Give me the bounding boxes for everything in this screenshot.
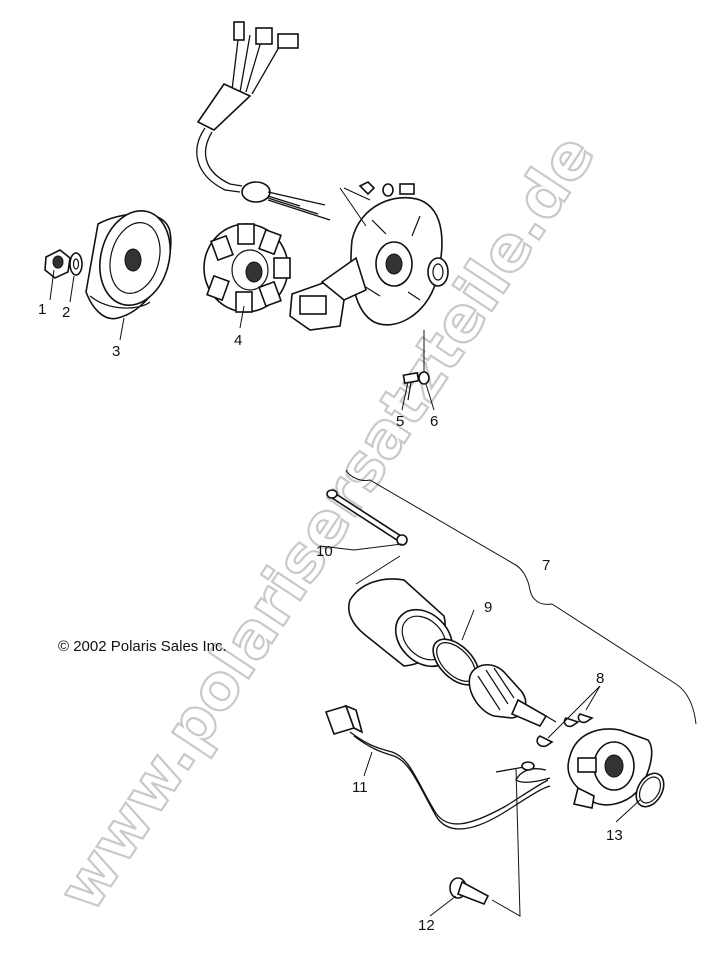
callout-leaders: [49, 269, 641, 917]
stator-plate: [289, 196, 449, 331]
callout-4: 4: [234, 332, 242, 349]
callout-11: 11: [352, 779, 368, 796]
part-8-clips: [536, 685, 601, 748]
callout-2: 2: [62, 304, 70, 321]
part-5-bolt: [402, 371, 420, 401]
callout-1: 1: [38, 301, 46, 318]
part-4-stator: [203, 223, 291, 313]
callout-3: 3: [112, 343, 120, 360]
part-10-through-bolts: [319, 489, 408, 585]
callout-labels: 1 2 3 4 5 6 7 8 9 10 11 12 13: [38, 301, 623, 934]
callout-10: 10: [316, 543, 333, 560]
callout-13: 13: [606, 827, 623, 844]
callout-7: 7: [542, 557, 550, 574]
starter-end-cap: [567, 728, 653, 809]
part-3-flywheel: [85, 210, 172, 320]
part-2-washer: [69, 252, 83, 276]
callout-6: 6: [430, 413, 438, 430]
copyright-notice: © 2002 Polaris Sales Inc.: [58, 638, 227, 655]
starter-armature: [468, 664, 557, 728]
part-6-washer: [418, 330, 430, 385]
connector: [255, 27, 273, 45]
part-7-bracket: [345, 469, 697, 725]
plate-hardware: [339, 181, 415, 227]
callout-12: 12: [418, 917, 435, 934]
callout-8: 8: [596, 670, 604, 687]
part-12-bolt: [449, 767, 521, 917]
part-11-wire-lead: [324, 704, 551, 830]
connector: [277, 33, 299, 49]
connector: [233, 21, 245, 41]
stator-wiring-harness: [196, 21, 331, 221]
part-13-o-ring: [635, 772, 665, 808]
callout-5: 5: [396, 413, 404, 430]
callout-9: 9: [484, 599, 492, 616]
part-1-nut: [44, 249, 71, 279]
